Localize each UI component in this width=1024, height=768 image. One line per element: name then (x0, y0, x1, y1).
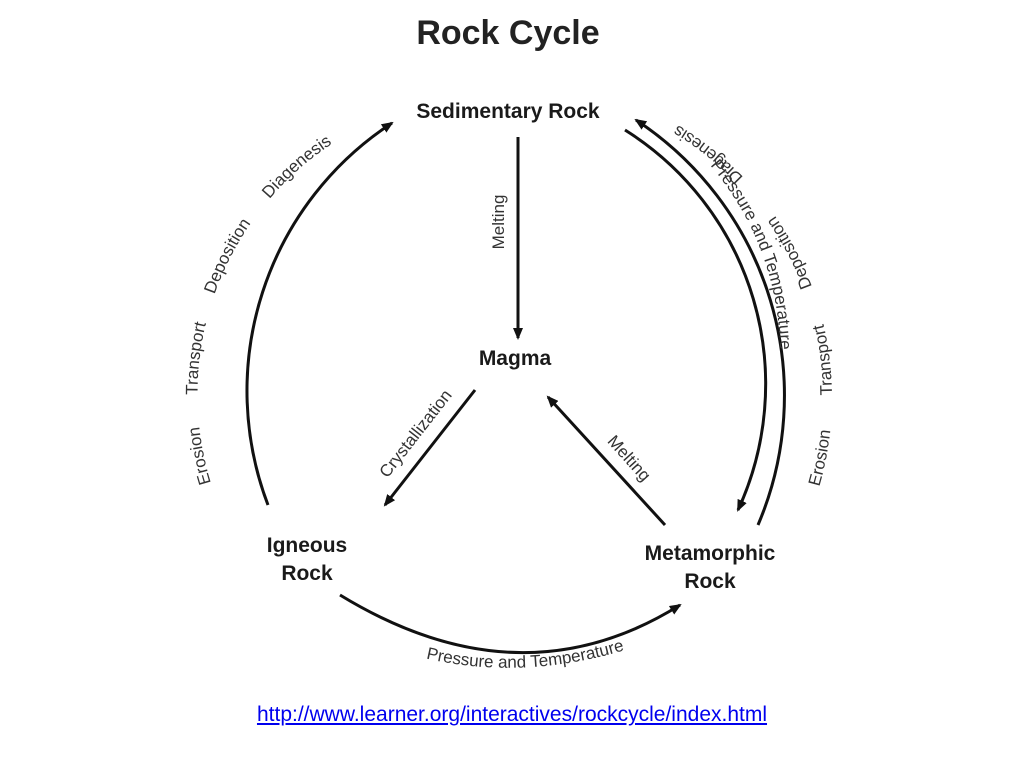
arrow-sedimentary-to-metamorphic (624, 128, 768, 512)
node-magma: Magma (479, 347, 552, 370)
arrow-metamorphic-to-sedimentary (634, 118, 786, 526)
label-left-erosion: Erosion (184, 426, 214, 487)
label-bottom-pressure-temperature: Pressure and Temperature (425, 636, 626, 672)
arrow-igneous-to-sedimentary (245, 121, 394, 506)
arrow-metamorphic-to-magma (546, 395, 667, 527)
left-arc-transport: Transport (182, 320, 209, 395)
diagram-title: Rock Cycle (416, 14, 599, 52)
left-arc-diagenesis: Diagenesis (258, 131, 334, 202)
label-left-diagenesis: Diagenesis (258, 131, 334, 202)
label-left-transport: Transport (182, 320, 209, 395)
node-igneous-rock-line2: Rock (281, 562, 333, 585)
node-metamorphic-rock-line2: Rock (684, 570, 736, 593)
node-metamorphic-rock-line1: Metamorphic (645, 542, 776, 565)
label-right-erosion: Erosion (805, 429, 835, 488)
label-left-deposition: Deposition (200, 215, 254, 296)
label-melting-sedimentary-magma: Melting (489, 195, 508, 250)
bottom-arc-label: Pressure and Temperature (425, 636, 626, 672)
node-igneous-rock-line1: Igneous (267, 534, 348, 557)
node-sedimentary-rock: Sedimentary Rock (416, 100, 600, 123)
label-melting-metamorphic-magma: Melting (604, 432, 655, 485)
left-arc-labels: Erosion (184, 426, 214, 487)
label-right-transport: Transport (809, 323, 836, 396)
arrow-igneous-to-metamorphic (339, 593, 682, 654)
arrow-magma-to-igneous (383, 389, 477, 507)
left-arc-deposition: Deposition (200, 215, 254, 296)
right-outer-arc-erosion: Erosion (805, 429, 835, 488)
right-outer-arc-transport: Transport (809, 323, 836, 396)
source-link[interactable]: http://www.learner.org/interactives/rock… (256, 703, 768, 726)
